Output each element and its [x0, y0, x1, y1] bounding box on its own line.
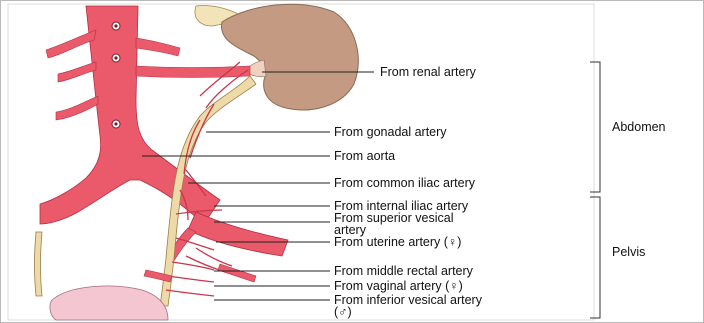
label-inferior-vesical-artery: From inferior vesical artery [334, 293, 483, 307]
label-common-iliac-artery: From common iliac artery [334, 176, 476, 190]
group-label-pelvis: Pelvis [612, 245, 645, 259]
label-renal-artery: From renal artery [380, 65, 477, 79]
label-vaginal-artery: From vaginal artery (♀) [334, 279, 463, 293]
label-inferior-vesical-male: (♂) [334, 305, 352, 319]
vessel-ring-1-core [114, 24, 117, 27]
label-middle-rectal-artery: From middle rectal artery [334, 264, 474, 278]
ureter-left-limb [35, 232, 43, 296]
label-aorta: From aorta [334, 149, 395, 163]
label-uterine-artery: From uterine artery (♀) [334, 235, 461, 249]
label-gonadal-artery: From gonadal artery [334, 125, 447, 139]
vessel-ring-3-core [114, 122, 117, 125]
vessel-ring-2-core [114, 56, 117, 59]
group-label-abdomen: Abdomen [612, 120, 666, 134]
